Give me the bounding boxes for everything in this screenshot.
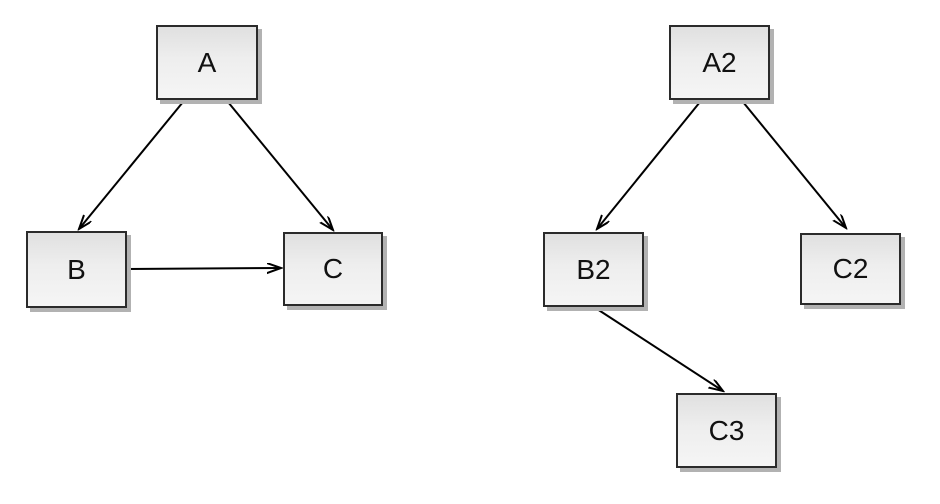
node-label-C2: C2	[832, 253, 869, 284]
node-label-A: A	[197, 46, 217, 78]
node-B2: B2	[543, 232, 644, 307]
node-label-B: B	[67, 253, 86, 285]
node-C2: C2	[800, 233, 901, 305]
node-label-B2: B2	[576, 253, 611, 285]
edge-A2-C2	[742, 101, 846, 228]
node-C: C	[283, 232, 383, 306]
node-label-C: C	[322, 253, 344, 284]
node-C3: C3	[676, 393, 777, 468]
edge-B2-C3	[593, 306, 723, 391]
node-label-A2: A2	[702, 46, 737, 78]
edge-A2-B2	[597, 101, 701, 229]
edge-A-B	[79, 101, 184, 229]
node-label-C3: C3	[708, 414, 745, 446]
node-A2: A2	[669, 25, 770, 100]
edge-B-C	[126, 268, 281, 269]
node-B: B	[26, 231, 127, 308]
node-A: A	[156, 25, 258, 100]
edge-group	[79, 101, 846, 391]
edge-A-C	[227, 101, 333, 230]
